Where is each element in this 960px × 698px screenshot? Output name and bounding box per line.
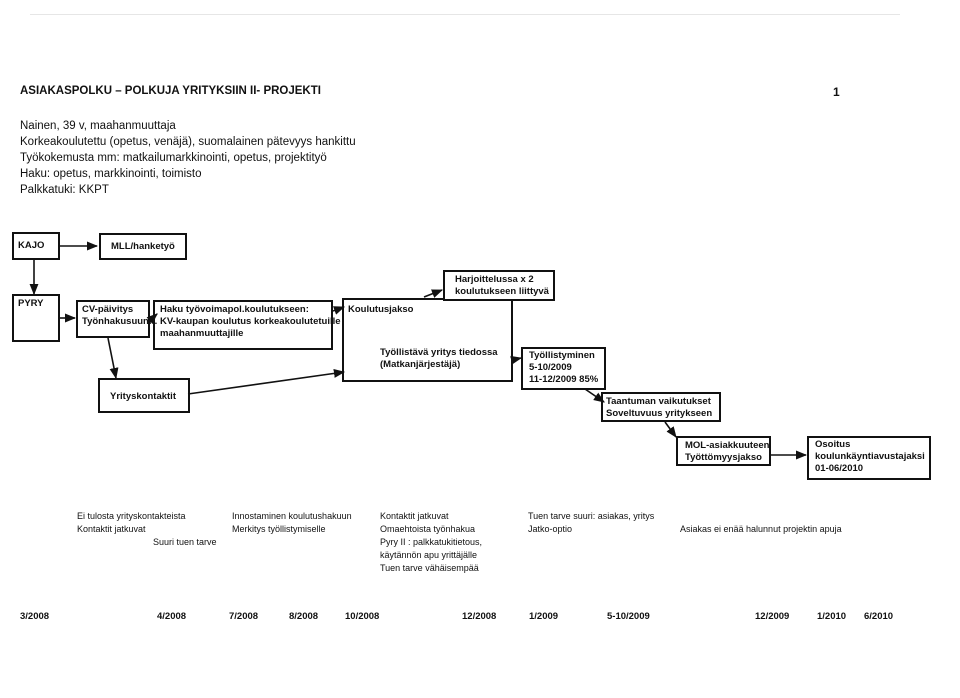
box-label: koulunkäyntiavustajaksi xyxy=(815,451,925,462)
note-phase-5: Asiakas ei enää halunnut projektin apuja xyxy=(680,523,842,536)
timeline-date: 3/2008 xyxy=(20,611,50,622)
arrow-taantuma-mol xyxy=(664,421,677,438)
client-profile: Nainen, 39 v, maahanmuuttaja Korkeakoulu… xyxy=(20,118,356,198)
note-line: Jatko-optio xyxy=(528,524,573,534)
box-label: PYRY xyxy=(18,298,44,309)
timeline-date: 5-10/2009 xyxy=(607,611,650,622)
box-yrityskontaktit: Yrityskontaktit xyxy=(98,378,190,413)
note-line: käytännön apu yrittäjälle xyxy=(380,550,478,560)
box-tyollistyminen: Työllistyminen 5-10/2009 11-12/2009 85% xyxy=(521,347,606,390)
box-haku: Haku työvoimapol.koulutukseen: KV-kaupan… xyxy=(153,300,341,350)
timeline-date: 4/2008 xyxy=(157,611,187,622)
note-phase-4: Tuen tarve suuri: asiakas, yritys Jatko-… xyxy=(528,510,654,536)
profile-line: Palkkatuki: KKPT xyxy=(20,184,109,196)
arrow-tyollistava-tyollistyminen xyxy=(510,355,523,365)
profile-line: Haku: opetus, markkinointi, toimisto xyxy=(20,168,202,180)
box-label: Työllistyminen xyxy=(529,350,595,361)
note-line: Merkitys työllistymiselle xyxy=(232,524,326,534)
note-phase-2: Innostaminen koulutushakuun Merkitys työ… xyxy=(232,510,352,536)
tyollistava-line: (Matkanjärjestäjä) xyxy=(380,359,461,370)
note-line: Ei tulosta yrityskontakteista xyxy=(77,511,186,521)
note-line: Asiakas ei enää halunnut projektin apuja xyxy=(680,524,842,534)
profile-line: Työkokemusta mm: matkailumarkkinointi, o… xyxy=(20,152,327,164)
box-label: Soveltuvuus yritykseen xyxy=(606,408,713,419)
page-title: ASIAKASPOLKU – POLKUJA YRITYKSIIN II- PR… xyxy=(20,85,321,97)
note-phase-3: Kontaktit jatkuvat Omaehtoista työnhakua… xyxy=(380,510,482,575)
box-label: Taantuman vaikutukset xyxy=(606,396,711,407)
box-label: Harjoittelussa x 2 xyxy=(455,274,534,285)
box-label: KAJO xyxy=(18,240,45,251)
box-taantuma: Taantuman vaikutukset Soveltuvuus yrityk… xyxy=(601,392,721,422)
timeline-date: 8/2008 xyxy=(289,611,319,622)
box-label: 5-10/2009 xyxy=(529,362,572,373)
tyollistava-line: Työllistävä yritys tiedossa xyxy=(380,347,498,358)
arrow-tyollistyminen-taantuma xyxy=(584,388,605,403)
note-line: Kontaktit jatkuvat xyxy=(77,524,146,534)
box-mol: MOL-asiakkuuteen Työttömyysjakso xyxy=(676,436,771,466)
box-label: Osoitus xyxy=(815,439,851,450)
note-phase-1: Ei tulosta yrityskontakteista Kontaktit … xyxy=(77,510,217,549)
timeline-date: 1/2009 xyxy=(529,611,559,622)
box-label: Työttömyysjakso xyxy=(685,452,762,463)
page-number: 1 xyxy=(833,85,840,99)
box-label: Yrityskontaktit xyxy=(110,391,176,402)
note-line: Suuri tuen tarve xyxy=(153,537,217,547)
box-label: Koulutusjakso xyxy=(348,304,414,315)
box-koulutusjakso: Koulutusjakso xyxy=(342,298,513,382)
box-harjoittelu: Harjoittelussa x 2 koulutukseen liittyvä xyxy=(443,270,555,301)
note-line: Innostaminen koulutushakuun xyxy=(232,511,352,521)
timeline-date: 1/2010 xyxy=(817,611,847,622)
box-osoitus: Osoitus koulunkäyntiavustajaksi 01-06/20… xyxy=(807,436,931,480)
box-label: 01-06/2010 xyxy=(815,463,864,474)
note-line: Tuen tarve vähäisempää xyxy=(380,563,479,573)
timeline-date: 7/2008 xyxy=(229,611,259,622)
timeline-date: 12/2009 xyxy=(755,611,790,622)
box-cv: CV-päivitys Työnhakusuunn. xyxy=(76,300,158,338)
box-label: koulutukseen liittyvä xyxy=(455,286,549,297)
box-label: 11-12/2009 85% xyxy=(529,374,599,385)
scan-artifact xyxy=(30,14,900,15)
timeline-date: 10/2008 xyxy=(345,611,380,622)
box-mll: MLL/hanketyö xyxy=(99,233,187,260)
note-line: Omaehtoista työnhakua xyxy=(380,524,476,534)
tyollistava-label: Työllistävä yritys tiedossa (Matkanjärje… xyxy=(380,347,498,371)
box-pyry: PYRY xyxy=(12,294,60,342)
note-line: Kontaktit jatkuvat xyxy=(380,511,449,521)
timeline-date: 12/2008 xyxy=(462,611,497,622)
box-label: CV-päivitys xyxy=(82,304,134,315)
box-label: Työnhakusuunn. xyxy=(82,316,158,327)
box-label: MLL/hanketyö xyxy=(111,241,175,252)
box-label: MOL-asiakkuuteen xyxy=(685,440,770,451)
box-kajo: KAJO xyxy=(12,232,60,260)
profile-line: Nainen, 39 v, maahanmuuttaja xyxy=(20,120,176,132)
arrow-cv-yrityskontaktit xyxy=(107,337,119,380)
note-line: Pyry II : palkkatukitietous, xyxy=(380,537,483,547)
note-line: Tuen tarve suuri: asiakas, yritys xyxy=(528,511,655,521)
arrow-yrityskontaktit-koulutusjakso xyxy=(187,368,346,395)
timeline-date: 6/2010 xyxy=(864,611,894,622)
arrow-koulutusjakso-harjoittelu xyxy=(423,289,444,298)
box-label: KV-kaupan koulutus korkeakoulutetuille xyxy=(160,316,341,327)
box-label: maahanmuuttajille xyxy=(160,328,244,339)
profile-line: Korkeakoulutettu (opetus, venäjä), suoma… xyxy=(20,136,356,148)
box-label: Haku työvoimapol.koulutukseen: xyxy=(160,304,309,315)
